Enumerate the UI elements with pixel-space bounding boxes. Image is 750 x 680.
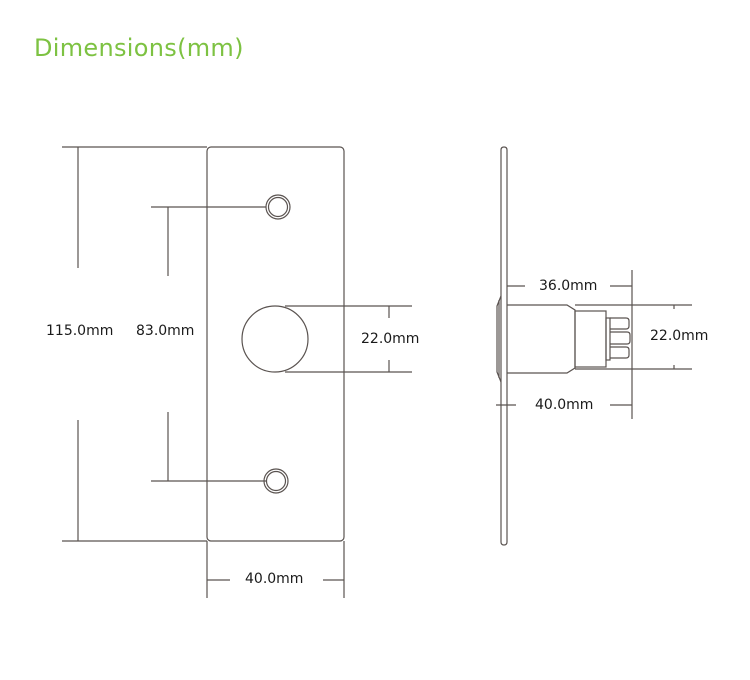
front-view-plate (206, 146, 345, 542)
page-title: Dimensions(mm) (34, 34, 244, 62)
top-mounting-hole (265, 194, 291, 220)
button-diameter-label: 22.0mm (361, 331, 420, 347)
side-view-bezel (496, 295, 502, 383)
side-body-diameter-dimension (575, 304, 692, 370)
hole-spacing-dimension (151, 206, 266, 482)
plate-width-label: 40.0mm (245, 571, 304, 587)
total-height-dimension (62, 146, 207, 542)
hole-spacing-label: 83.0mm (136, 323, 195, 339)
total-depth-label: 40.0mm (535, 397, 594, 413)
side-body-diameter-label: 22.0mm (650, 328, 709, 344)
side-view-plate (500, 146, 508, 546)
total-height-label: 115.0mm (46, 323, 114, 339)
bottom-mounting-hole (263, 468, 289, 494)
plate-width-dimension (206, 541, 345, 598)
button-diameter-dimension (285, 305, 412, 373)
side-depth-dimension (496, 270, 633, 419)
body-depth-label: 36.0mm (539, 278, 598, 294)
push-button-circle (241, 305, 309, 373)
side-view-body (507, 304, 631, 374)
